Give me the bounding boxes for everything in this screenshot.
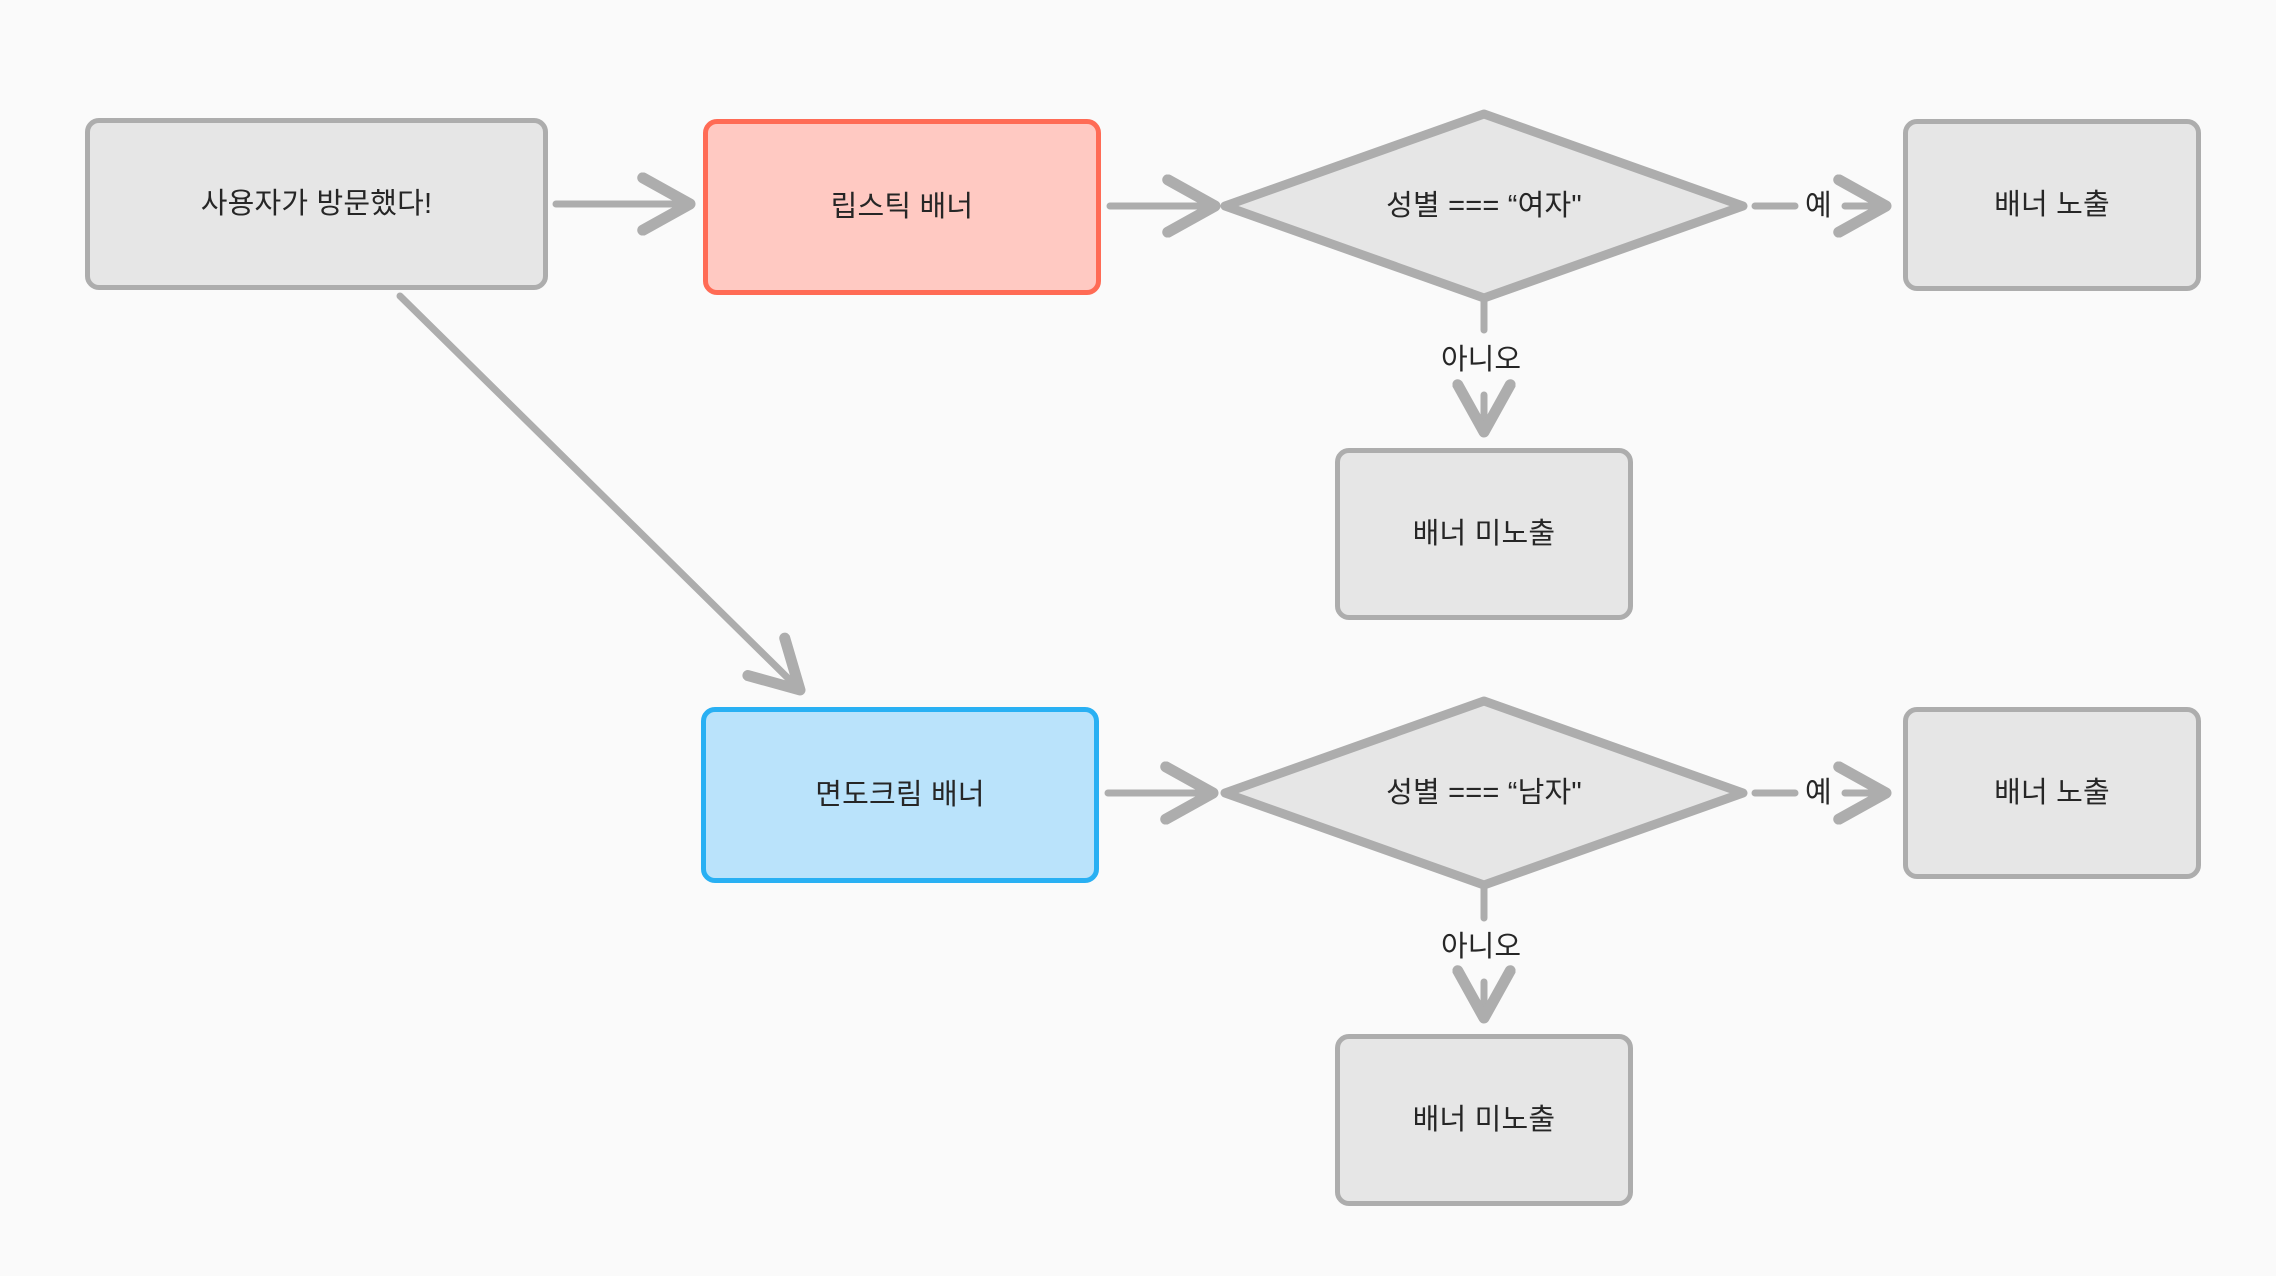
node-condition-female[interactable]: 성별 === “여자" <box>1219 108 1749 304</box>
node-hide-banner-female[interactable]: 배너 미노출 <box>1335 448 1633 620</box>
edge-label-no-bottom: 아니오 <box>1441 933 1521 962</box>
node-condition-male[interactable]: 성별 === “남자" <box>1219 695 1749 891</box>
node-lipstick-banner[interactable]: 립스틱 배너 <box>703 119 1101 295</box>
node-start-label: 사용자가 방문했다! <box>200 187 433 220</box>
node-show-banner-female-label: 배너 노출 <box>1994 188 2110 221</box>
edge-label-yes-top: 예 <box>1805 192 1832 221</box>
edge-label-yes-bottom: 예 <box>1805 779 1832 808</box>
edge-label-no-top: 아니오 <box>1441 346 1521 375</box>
edge-label-no-top-text: 아니오 <box>1441 344 1522 376</box>
node-shaving-cream-banner[interactable]: 면도크림 배너 <box>701 707 1099 883</box>
edge-label-no-bottom-text: 아니오 <box>1441 931 1522 963</box>
node-condition-female-label: 성별 === “여자" <box>1386 189 1582 222</box>
node-show-banner-male-label: 배너 노출 <box>1994 776 2110 809</box>
condition-male-diamond-shape <box>1220 696 1748 890</box>
edge-label-yes-top-text: 예 <box>1805 190 1832 222</box>
condition-female-diamond-shape <box>1220 109 1748 303</box>
node-start[interactable]: 사용자가 방문했다! <box>85 118 548 290</box>
edge-start-to-shaving <box>396 292 800 690</box>
node-hide-banner-female-label: 배너 미노출 <box>1412 517 1556 550</box>
node-shaving-cream-banner-label: 면도크림 배너 <box>815 778 985 811</box>
node-lipstick-banner-label: 립스틱 배너 <box>830 190 974 223</box>
edge-label-yes-bottom-text: 예 <box>1805 777 1832 809</box>
node-show-banner-female[interactable]: 배너 노출 <box>1903 119 2201 291</box>
node-condition-male-label: 성별 === “남자" <box>1386 776 1582 809</box>
node-hide-banner-male[interactable]: 배너 미노출 <box>1335 1034 1633 1206</box>
node-show-banner-male[interactable]: 배너 노출 <box>1903 707 2201 879</box>
node-hide-banner-male-label: 배너 미노출 <box>1412 1103 1556 1136</box>
